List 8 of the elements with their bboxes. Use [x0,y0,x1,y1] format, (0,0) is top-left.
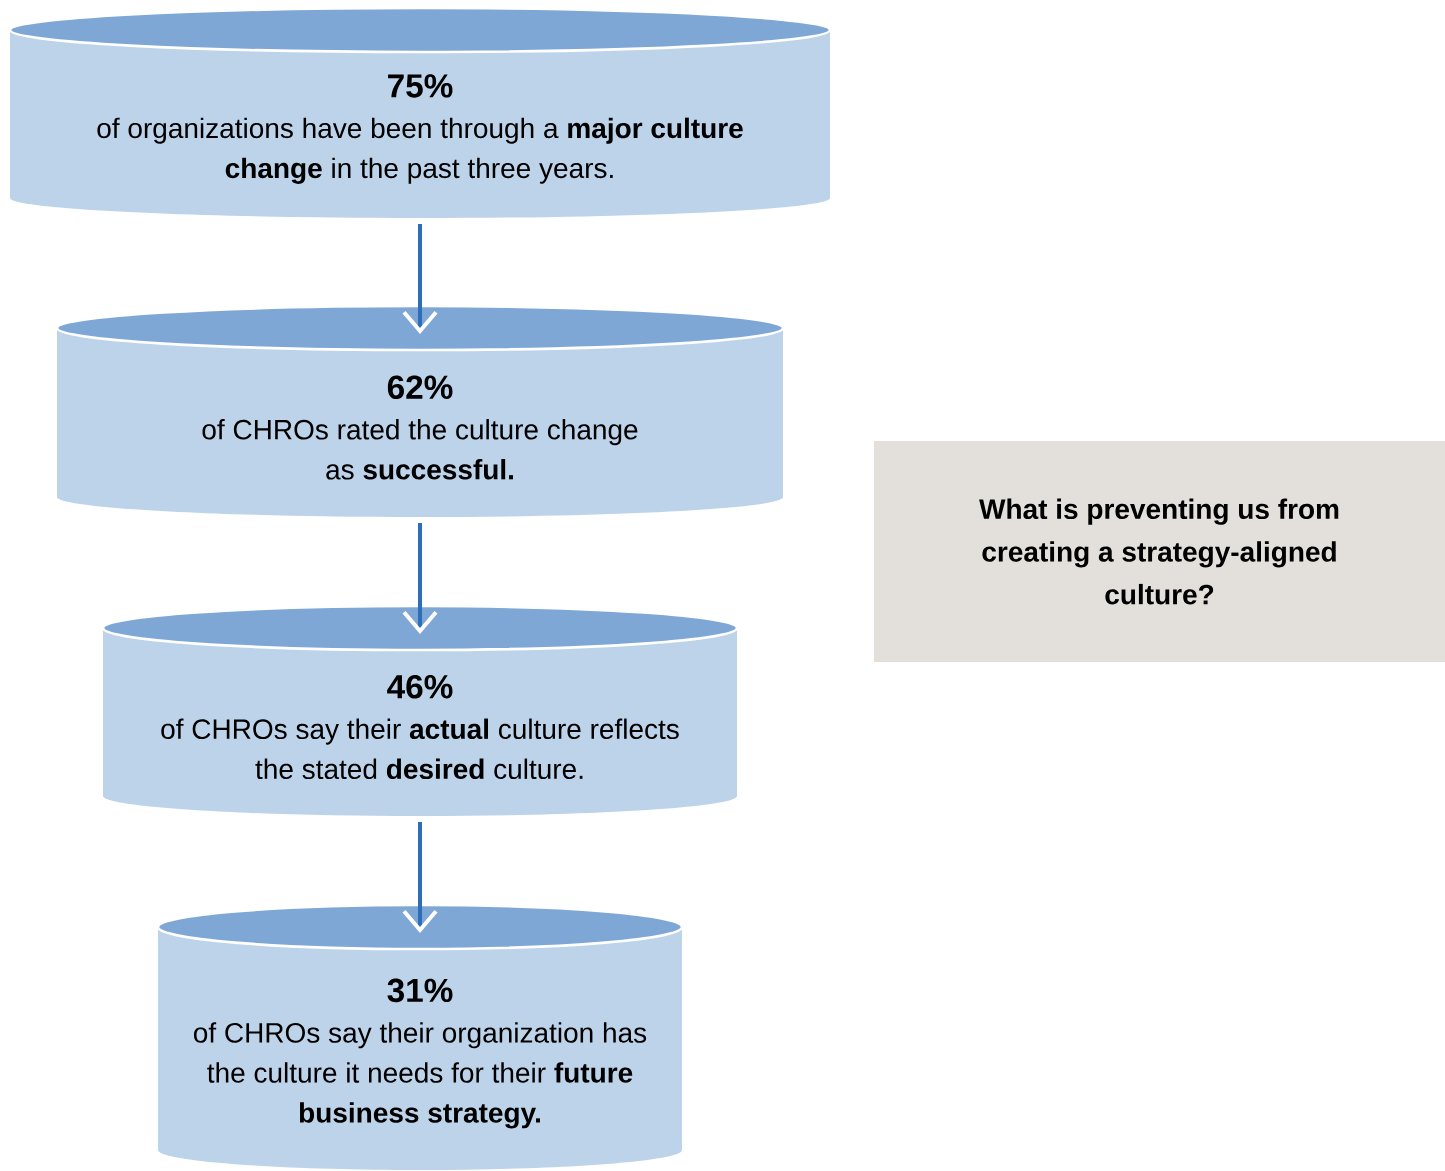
arrow [402,224,438,334]
arrow [402,523,438,634]
question-box: What is preventing us from creating a strategy-aligned culture? [874,441,1445,662]
cylinder: 62% of CHROs rated the culture change as successful. [55,304,785,517]
cylinder: 31% of CHROs say their organization has the culture it needs for their future business strategy. [156,903,684,1170]
cylinder: 75% of organizations have been through a major culture change in the past three years. [8,6,832,218]
cylinder: 46% of CHROs say their actual culture reflects the stated desired culture. [101,604,739,816]
arrow [402,822,438,933]
